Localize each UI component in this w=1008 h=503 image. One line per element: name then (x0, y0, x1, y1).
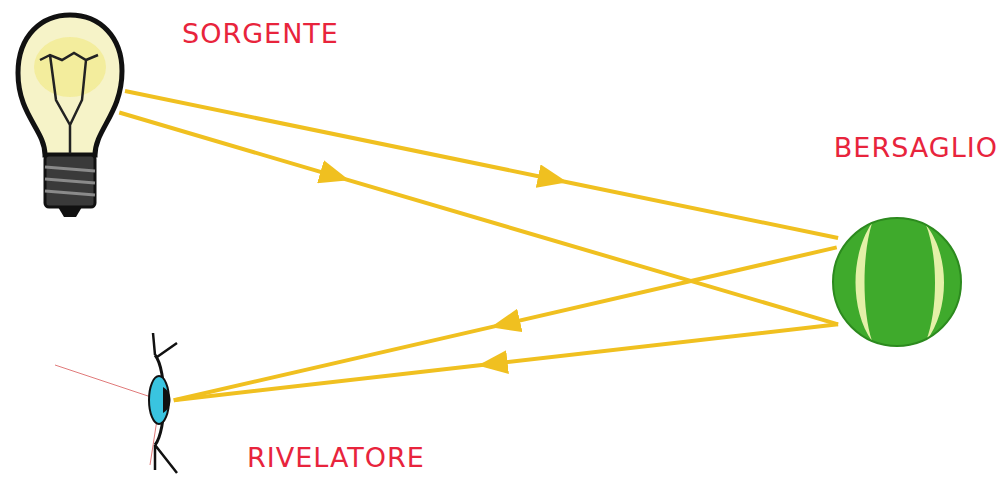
detector-node: RIVELATORE (55, 325, 180, 500)
target-node: BERSAGLIO (830, 215, 965, 350)
source-node: SORGENTE (10, 5, 125, 220)
lightbulb-icon (10, 5, 125, 220)
eye-icon (55, 325, 180, 500)
node-label: RIVELATORE (245, 443, 427, 473)
light-ray (125, 91, 838, 238)
node-label: BERSAGLIO (832, 133, 1000, 163)
light-ray (174, 247, 837, 400)
light-ray (119, 113, 838, 325)
node-label: SORGENTE (180, 19, 341, 49)
light-ray (174, 324, 838, 400)
target-ball (830, 215, 965, 350)
